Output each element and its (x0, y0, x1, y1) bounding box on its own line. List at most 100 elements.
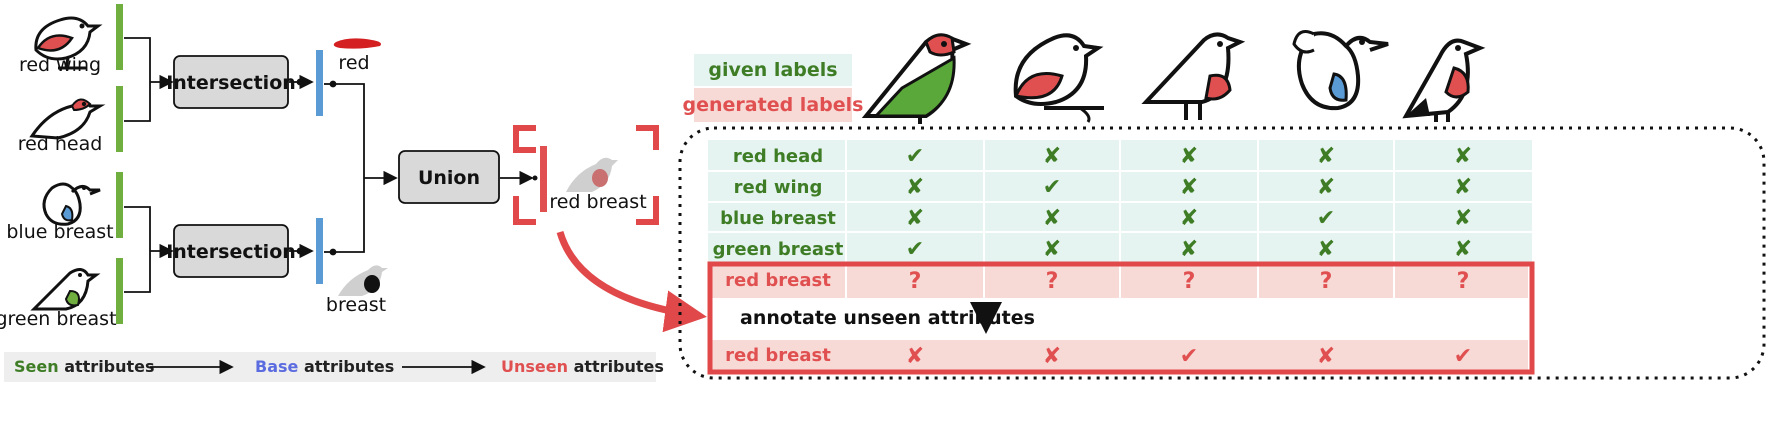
attribute-legend: Seen attributes Base attributes Unseen a… (4, 352, 664, 382)
check-mark: ✔ (1180, 344, 1198, 369)
check-mark: ✔ (1454, 344, 1472, 369)
cross-mark: ✘ (1317, 175, 1335, 200)
check-mark: ✔ (1317, 206, 1335, 231)
feature-bar-red-wing (116, 4, 123, 70)
bird-red-chest-icon (1402, 38, 1486, 122)
base-label-breast: breast (326, 294, 386, 316)
question-mark: ? (1320, 269, 1333, 294)
bird-blue-breast-icon (1292, 30, 1389, 111)
legend-seen: Seen attributes (14, 357, 155, 376)
question-mark: ? (1457, 269, 1470, 294)
connectors-union (324, 80, 398, 256)
row-label: green breast (713, 239, 844, 260)
cross-mark: ✘ (906, 206, 924, 231)
question-mark: ? (1046, 269, 1059, 294)
base-bar-breast (316, 218, 323, 284)
feature-bar-red-head (116, 86, 123, 152)
cross-mark: ✘ (906, 175, 924, 200)
input-bird-red-head: red head (18, 98, 106, 155)
row-label: blue breast (720, 208, 836, 229)
union-label: Union (418, 167, 480, 189)
input-bird-blue-breast: blue breast (6, 182, 114, 243)
legend-base: Base attributes (255, 357, 394, 376)
cross-mark: ✘ (1454, 237, 1472, 262)
cross-mark: ✘ (1180, 237, 1198, 262)
attribute-table: red head ✔ ✘ ✘ ✘ ✘ red wing ✘ ✔ ✘ ✘ ✘ blue breast ✘ ✘ ✘… (713, 144, 1473, 369)
base-label-red: red (338, 52, 369, 74)
cross-mark: ✘ (1317, 144, 1335, 169)
input-bird-red-wing: red wing (19, 16, 103, 76)
cross-mark: ✘ (1180, 206, 1198, 231)
cross-mark: ✘ (1454, 175, 1472, 200)
bird-red-breast-icon (1141, 32, 1246, 120)
cross-mark: ✘ (1043, 206, 1061, 231)
intersection-box-top: Intersection (166, 55, 296, 109)
row-label: red head (733, 146, 823, 167)
cross-mark: ✘ (1317, 237, 1335, 262)
bird-label-green-breast: green breast (0, 308, 117, 330)
cross-mark: ✘ (1454, 144, 1472, 169)
bird-blue-breast-icon (42, 182, 101, 226)
bird-green-breast-icon (30, 268, 101, 311)
cross-mark: ✘ (1043, 237, 1061, 262)
base-feature-bars (316, 50, 323, 284)
cross-mark: ✘ (1454, 206, 1472, 231)
bird-red-head-icon (29, 98, 106, 140)
intersection-box-bottom: Intersection (166, 224, 296, 278)
cross-mark: ✘ (1317, 344, 1335, 369)
column-bird-1 (861, 33, 972, 124)
cross-mark: ✘ (1043, 344, 1061, 369)
unseen-bar (540, 146, 547, 212)
cross-mark: ✘ (906, 344, 924, 369)
key-generated-text: generated labels (683, 94, 864, 116)
column-bird-2 (1013, 33, 1104, 123)
column-bird-3 (1141, 32, 1246, 120)
bird-label-blue-breast: blue breast (6, 221, 113, 243)
row-label: red wing (734, 177, 823, 198)
bird-label-red-head: red head (18, 133, 103, 155)
key-given-text: given labels (708, 59, 837, 81)
input-bird-green-breast: green breast (0, 268, 117, 330)
check-mark: ✔ (1043, 175, 1061, 200)
feature-bar-green-breast (116, 258, 123, 324)
seen-feature-bars (116, 4, 123, 324)
legend-unseen: Unseen attributes (501, 357, 664, 376)
unseen-selection-frame (707, 261, 1535, 375)
check-mark: ✔ (906, 237, 924, 262)
cross-mark: ✘ (1180, 175, 1198, 200)
base-attribute-breast: breast (326, 265, 388, 316)
base-attribute-red: red (333, 38, 381, 74)
bird-red-wing-icon (1013, 33, 1104, 123)
gray-bird-red-breast-icon (566, 157, 618, 192)
answer-row-background (712, 340, 1528, 370)
question-mark: ? (1183, 269, 1196, 294)
intersection-label-bottom: Intersection (166, 241, 296, 263)
feature-bar-blue-breast (116, 172, 123, 238)
bird-label-red-wing: red wing (19, 54, 101, 76)
result-frame (513, 125, 659, 225)
union-box: Union (398, 150, 500, 204)
connectors-bottom (124, 206, 174, 293)
cross-mark: ✘ (1043, 144, 1061, 169)
annotate-text: annotate unseen attributes (740, 307, 1035, 329)
key-generated-swatch (694, 88, 852, 122)
bird-red-wing-icon (34, 16, 103, 70)
column-bird-5 (1402, 38, 1486, 122)
intersection-label-top: Intersection (166, 72, 296, 94)
row-separators (708, 170, 1532, 233)
base-bar-red (316, 50, 323, 116)
gray-bird-breast-icon (338, 265, 388, 296)
cross-mark: ✘ (1180, 144, 1198, 169)
check-mark: ✔ (906, 144, 924, 169)
connectors-top (124, 37, 174, 122)
result-label-red-breast: red breast (549, 191, 646, 213)
key-given-swatch (694, 54, 852, 86)
red-brush-icon (333, 38, 381, 49)
answer-row-label: red breast (725, 345, 831, 366)
bird-red-head-green-wing-icon (861, 33, 972, 124)
label-key: given labels generated labels (683, 54, 864, 122)
question-mark: ? (909, 269, 922, 294)
intersection-outputs (289, 74, 314, 259)
